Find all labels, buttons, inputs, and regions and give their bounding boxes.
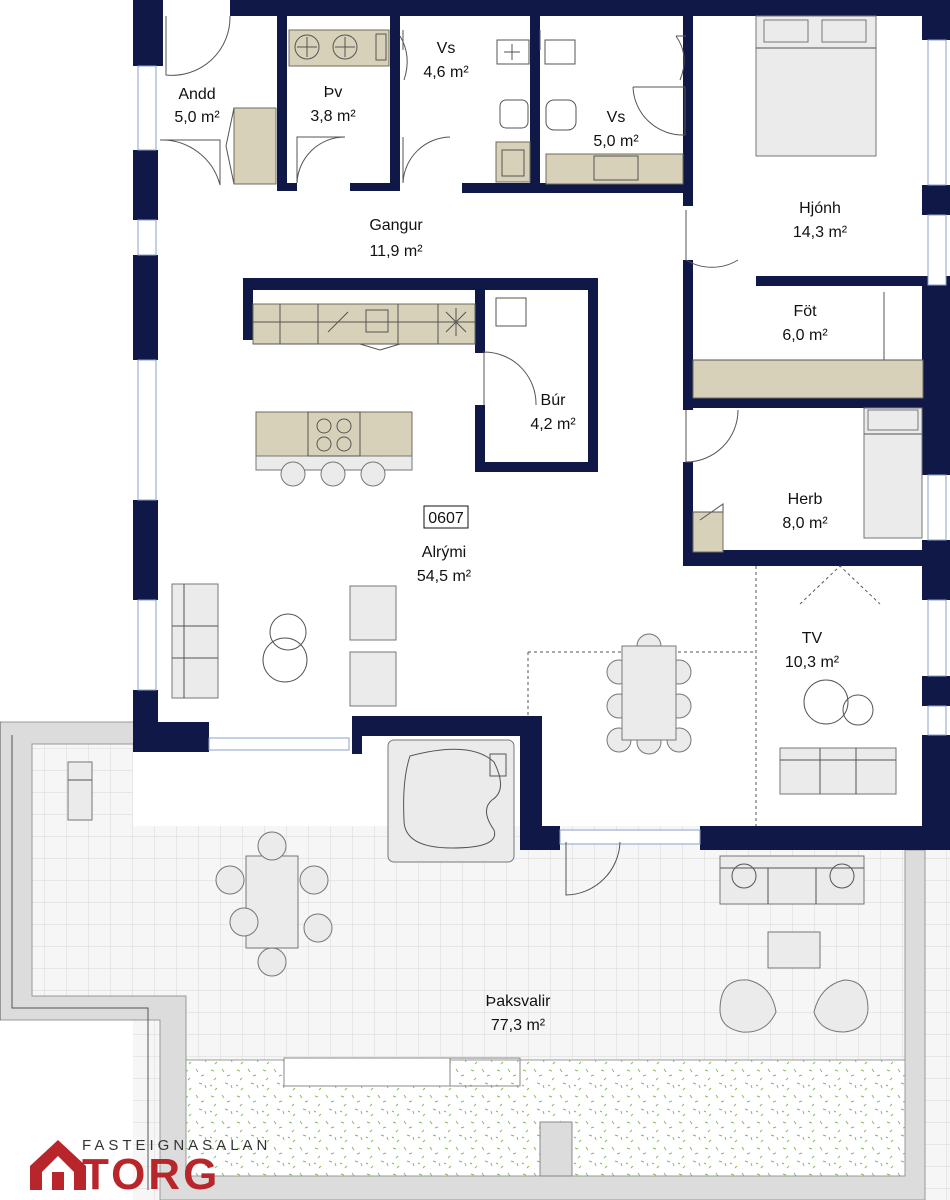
room-area-andd: 5,0 m² [174,109,220,126]
doors [159,15,739,896]
room-area-hjonh: 14,3 m² [793,224,848,241]
room-name-fot: Föt [793,303,817,320]
room-area-herb: 8,0 m² [782,515,828,532]
room-labels: Andd 5,0 m² Þv 3,8 m² Vs 4,6 m² Vs 5,0 m… [174,40,847,1034]
walls [133,0,950,850]
room-area-gangur: 11,9 m² [369,243,423,260]
room-area-thaksvalir: 77,3 m² [491,1017,546,1034]
brand-logo: FASTEIGNASALAN TORG [30,1137,271,1199]
room-area-alrymi: 54,5 m² [417,568,472,585]
room-name-thaksvalir: Þaksvalir [486,993,552,1010]
room-name-gangur: Gangur [369,217,423,234]
room-name-vs1: Vs [437,40,456,57]
brand-name: TORG [82,1150,220,1199]
room-name-herb: Herb [788,491,823,508]
room-area-bur: 4,2 m² [530,416,576,433]
room-area-thv: 3,8 m² [310,108,356,125]
room-name-hjonh: Hjónh [799,200,841,217]
room-area-vs2: 5,0 m² [593,133,639,150]
room-name-bur: Búr [541,392,567,409]
room-area-fot: 6,0 m² [782,327,828,344]
unit-id-box [423,505,469,529]
house-logo-icon [30,1140,86,1190]
room-name-tv: TV [802,630,823,647]
room-area-vs1: 4,6 m² [423,64,469,81]
room-name-vs2: Vs [607,109,626,126]
windows [137,39,947,845]
room-name-alrymi: Alrými [422,544,466,561]
unit-id: 0607 [428,510,464,527]
room-name-thv: Þv [324,84,343,101]
room-name-andd: Andd [178,86,215,103]
room-area-tv: 10,3 m² [785,654,840,671]
terrace [0,721,950,1200]
brand-tagline: FASTEIGNASALAN [82,1137,271,1154]
